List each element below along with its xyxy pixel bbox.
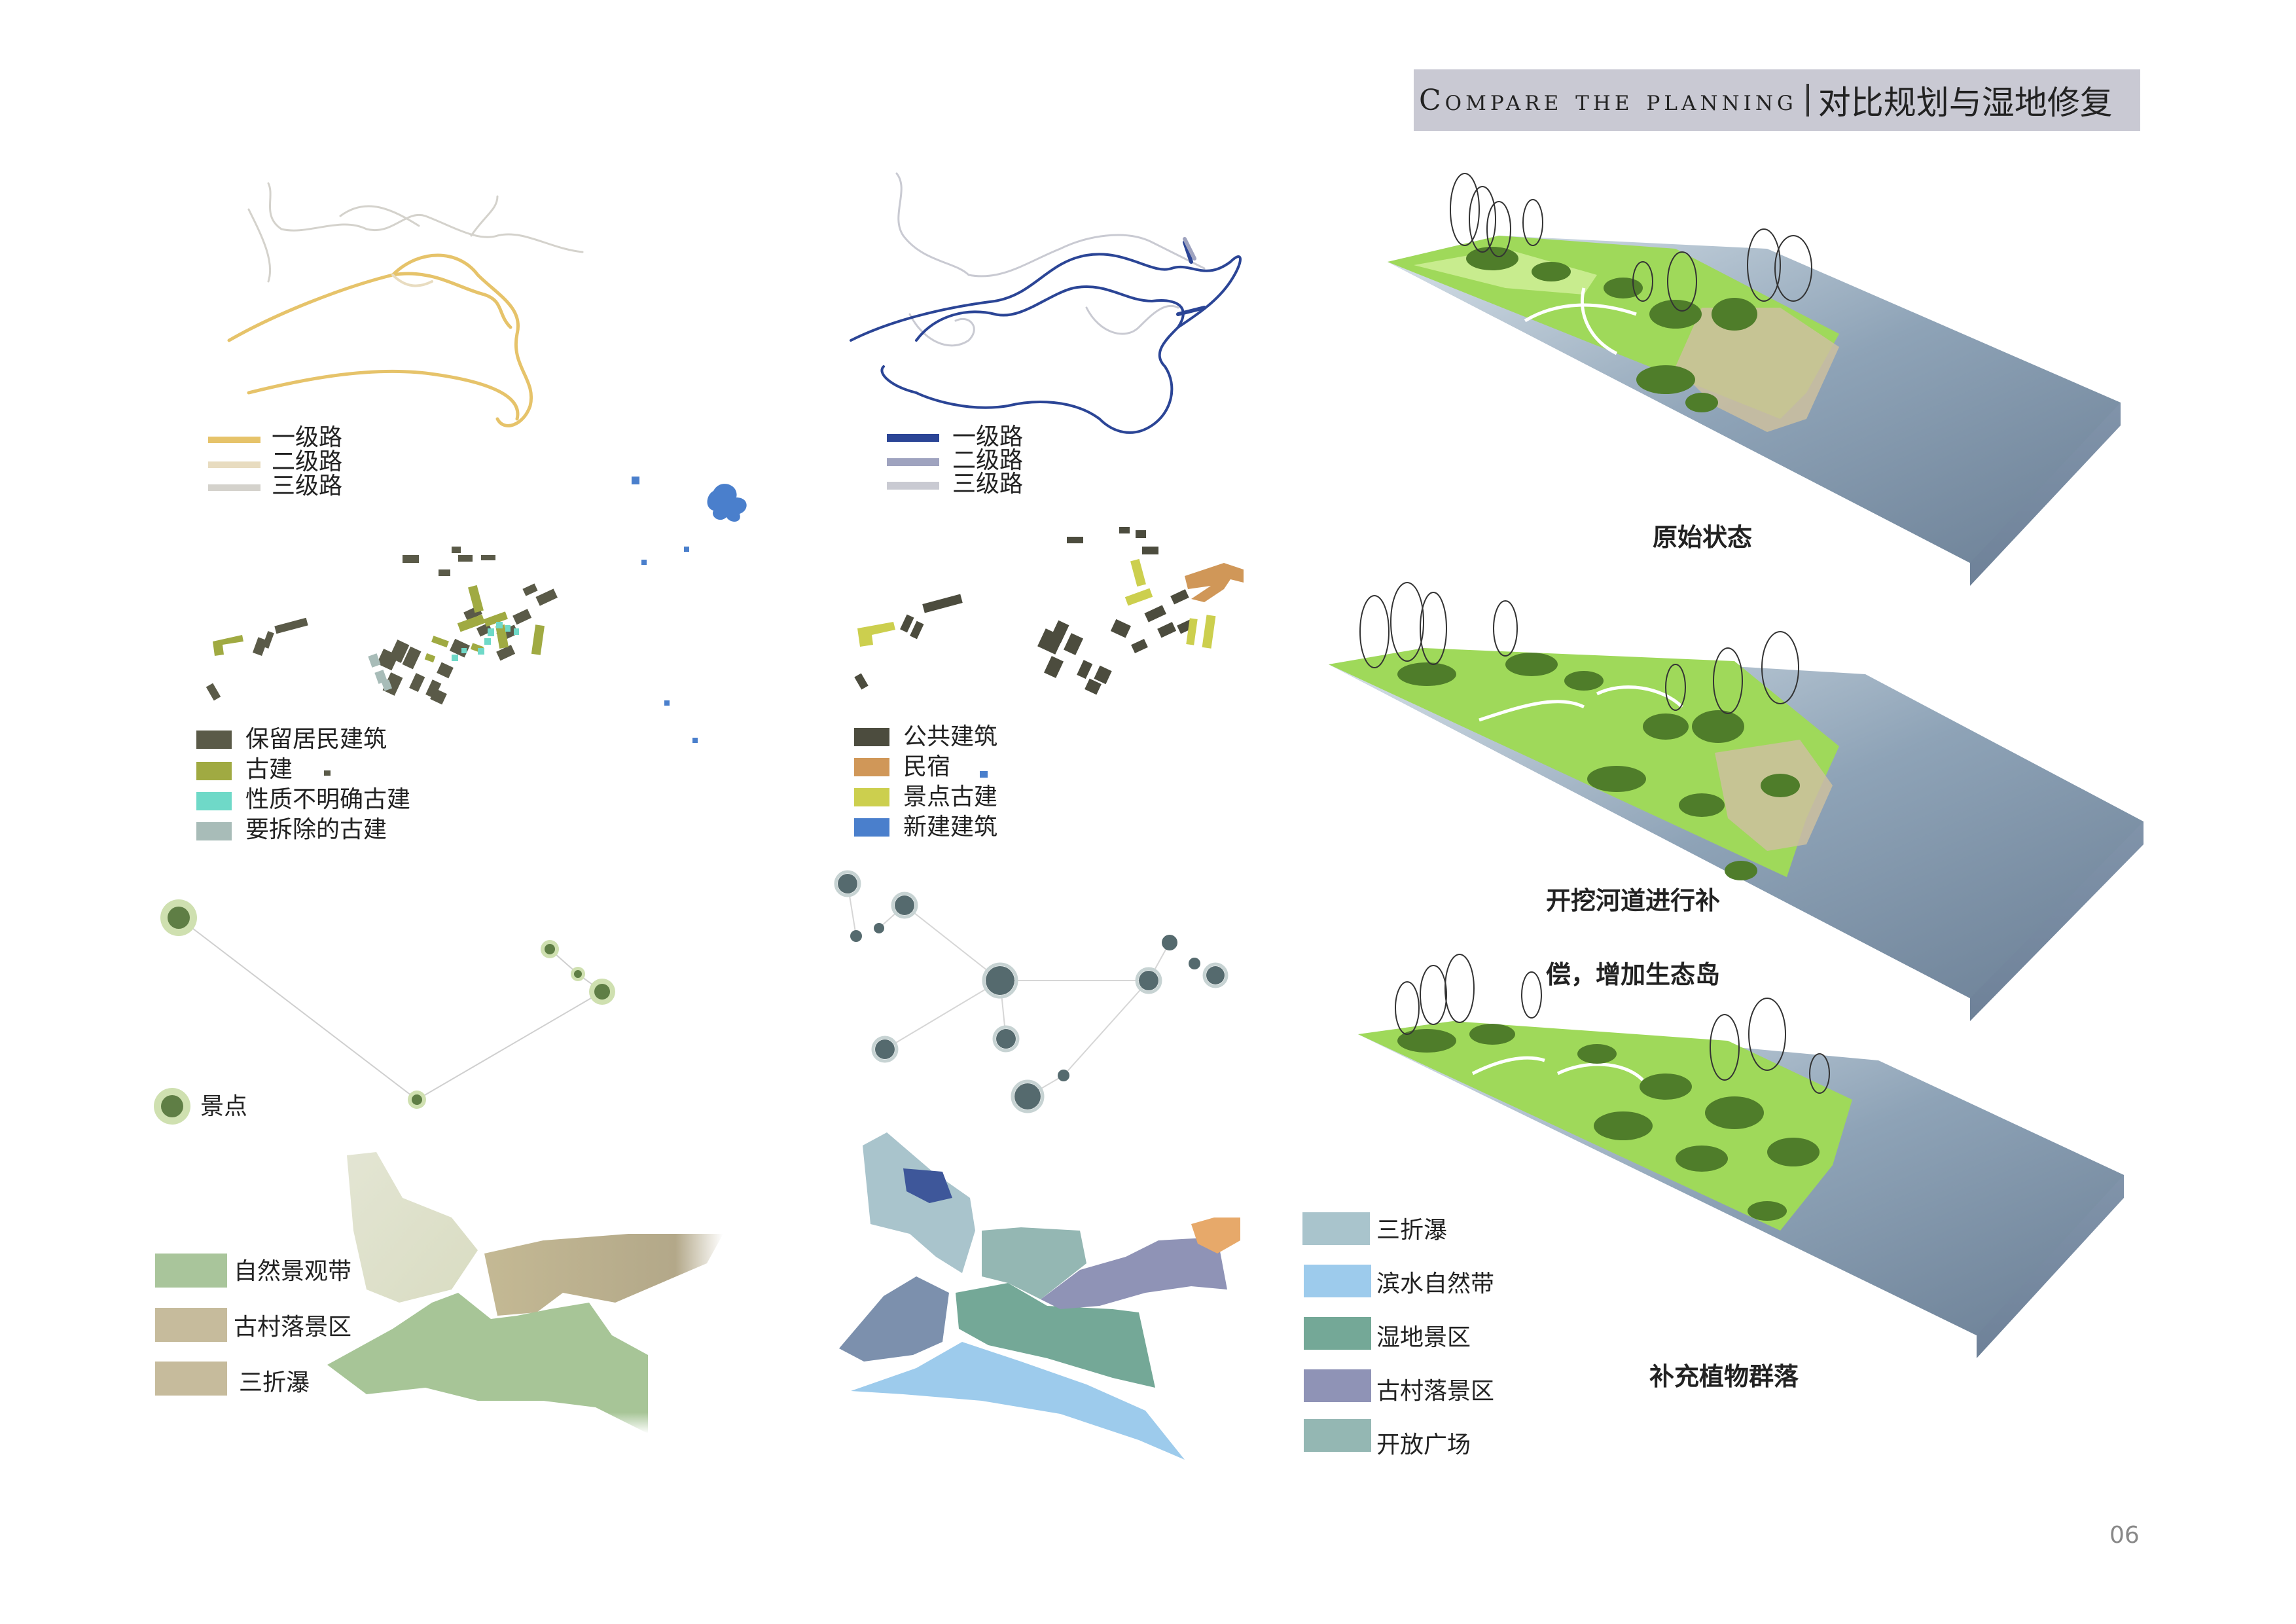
building-legend-right: 公共建筑 民宿 景点古建 新建建筑 — [903, 722, 997, 842]
title-english: Compare the planning — [1419, 83, 1797, 117]
legend-item: 二级路 — [272, 448, 343, 475]
legend-item: 开放广场 — [1376, 1432, 1471, 1458]
title-divider — [1806, 84, 1809, 117]
building-legend-right-swatches — [854, 728, 889, 837]
legend-item: 景点古建 — [903, 784, 998, 810]
node-network-left — [154, 899, 615, 1125]
node-legend-left: 景点 — [200, 1091, 247, 1123]
building-legend-left-swatches — [196, 731, 232, 840]
road-legend-left-swatches — [208, 437, 260, 491]
wetland-caption-stage2-line1: 开挖河道进行补 — [1546, 886, 1721, 915]
legend-item: 三级路 — [272, 472, 343, 499]
legend-item: 三级路 — [952, 471, 1024, 497]
legend-item: 二级路 — [952, 447, 1024, 474]
road-legend-right: 一级路 二级路 三级路 — [952, 424, 1024, 497]
road-legend-right-swatches — [887, 434, 939, 490]
legend-item: 一级路 — [272, 424, 343, 451]
legend-item: 古建 — [245, 756, 293, 783]
zone-map-left — [327, 1152, 723, 1434]
legend-item: 自然景观带 — [234, 1258, 352, 1285]
zone-map-right — [839, 1132, 1240, 1460]
legend-item: 景点 — [200, 1093, 248, 1120]
legend-item: 民宿 — [903, 753, 951, 780]
wetland-caption-stage2-line2: 偿，增加生态岛 — [1546, 960, 1721, 989]
legend-item: 古村落景区 — [234, 1314, 352, 1341]
building-map-left — [206, 477, 747, 776]
road-map-right — [850, 172, 1242, 434]
wetland-block-2 — [1329, 582, 2144, 1021]
legend-item: 要拆除的古建 — [245, 816, 387, 843]
legend-item: 新建建筑 — [903, 814, 998, 840]
wetland-block-1 — [1388, 173, 2121, 586]
legend-item: 三折瀑 — [1376, 1217, 1448, 1244]
page-number: 06 — [2109, 1522, 2140, 1549]
road-legend-left: 一级路 二级路 三级路 — [272, 424, 343, 499]
legend-item: 三折瀑 — [239, 1369, 310, 1396]
legend-item: 湿地景区 — [1376, 1324, 1471, 1351]
zone-legend-left: 自然景观带 古村落景区 三折瀑 — [234, 1254, 351, 1421]
node-network-right — [834, 870, 1229, 1113]
zone-legend-right-swatches — [1302, 1212, 1371, 1452]
building-legend-left: 保留居民建筑 古建 性质不明确古建 要拆除的古建 — [245, 725, 410, 845]
page-title-bar: Compare the planning 对比规划与湿地修复 — [1414, 69, 2140, 131]
wetland-caption-stage3: 补充植物群落 — [1649, 1362, 1799, 1391]
legend-item: 古村落景区 — [1376, 1378, 1495, 1405]
legend-item: 一级路 — [952, 424, 1024, 450]
legend-item: 公共建筑 — [903, 723, 998, 750]
legend-item: 性质不明确古建 — [245, 786, 411, 813]
zone-legend-left-swatches — [155, 1254, 227, 1396]
wetland-block-3 — [1358, 954, 2124, 1358]
title-chinese: 对比规划与湿地修复 — [1818, 84, 2113, 122]
legend-item: 滨水自然带 — [1376, 1271, 1495, 1297]
wetland-caption-stage1: 原始状态 — [1653, 523, 1753, 552]
legend-item: 保留居民建筑 — [245, 726, 387, 753]
zone-legend-right: 三折瀑 滨水自然带 湿地景区 古村落景区 开放广场 — [1376, 1213, 1494, 1481]
building-map-right — [854, 527, 1244, 778]
road-map-left — [227, 182, 584, 427]
